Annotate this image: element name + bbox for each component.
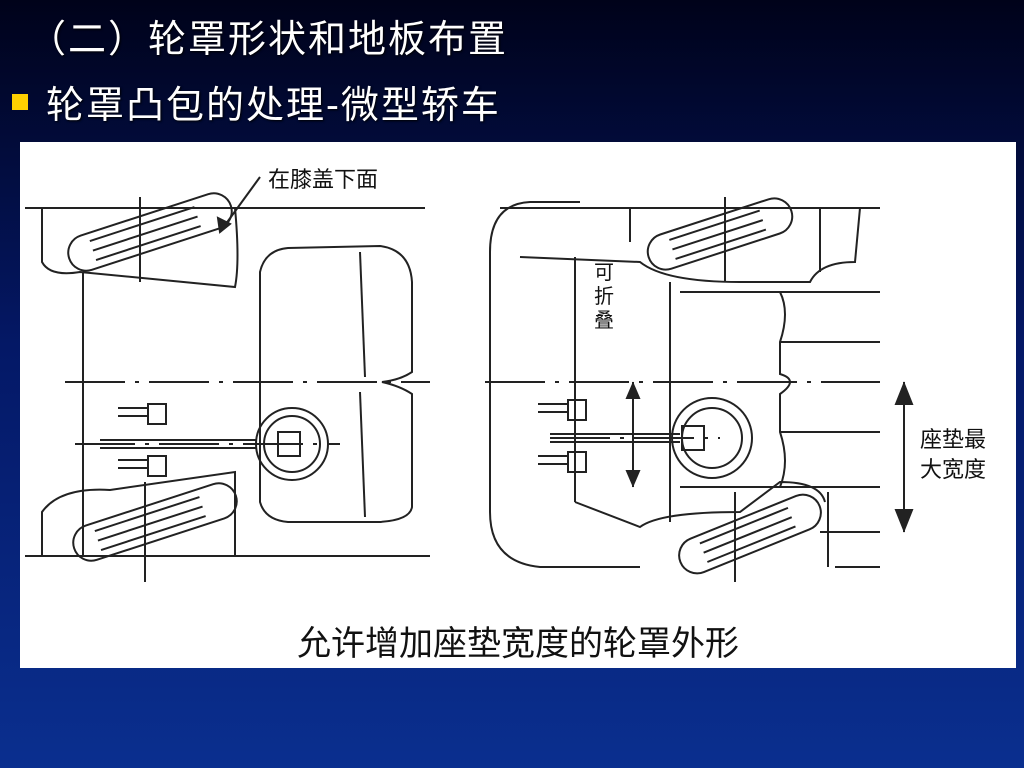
bullet-item: 轮罩凸包的处理-微型轿车 [12,74,501,129]
right-upper-tire [646,197,794,271]
right-pedal-top [567,399,587,421]
figure-caption: 允许增加座垫宽度的轮罩外形 [297,624,739,664]
left-lower-tire [72,482,238,562]
right-width-label-line1: 座垫最 [920,428,987,453]
right-fold-arrow-down [625,470,641,488]
right-body-outline [489,201,640,568]
wheelhouse-diagram [25,176,914,582]
right-diagram [485,197,914,582]
right-lower-tire [678,493,822,575]
left-steering-wheel [255,407,329,481]
right-upper-wheel-arch [519,207,861,283]
right-seat [680,291,791,488]
left-lower-wheelhouse [41,470,236,556]
slide-title: （二）轮罩形状和地板布置 [28,17,509,61]
left-steering-wheel-inner [263,415,321,473]
right-width-label: 座垫最 大宽度 [920,426,986,486]
right-width-label-line2: 大宽度 [920,458,987,483]
left-seat-seam-bottom [359,391,366,518]
left-diagram [25,176,430,582]
right-steering-hub [681,425,705,451]
right-lower-wheel-arch [574,480,826,529]
right-fold-label: 可折叠 [594,260,614,332]
right-width-arrow-down [894,509,914,533]
left-pedal-bottom [147,455,167,477]
left-steering-hub [277,431,301,457]
right-width-arrow-up [894,381,914,405]
bullet-square-icon [12,93,28,110]
right-pedal-bottom [567,451,587,473]
left-callout-label: 在膝盖下面 [268,168,379,193]
wheelhouse-figure: 在膝盖下面 可折叠 座垫最 大宽度 允许增加座垫宽度的轮罩外形 [20,142,1016,668]
right-fold-arrow-up [625,381,641,399]
right-steering-wheel [671,397,753,479]
left-seat-seam-top [359,251,366,378]
left-pedal-top [147,403,167,425]
bullet-text: 轮罩凸包的处理-微型轿车 [46,83,501,127]
left-upper-wheelhouse [41,207,239,289]
left-callout-arrowhead [216,216,232,234]
left-seat [259,244,413,523]
left-upper-tire [67,192,233,272]
